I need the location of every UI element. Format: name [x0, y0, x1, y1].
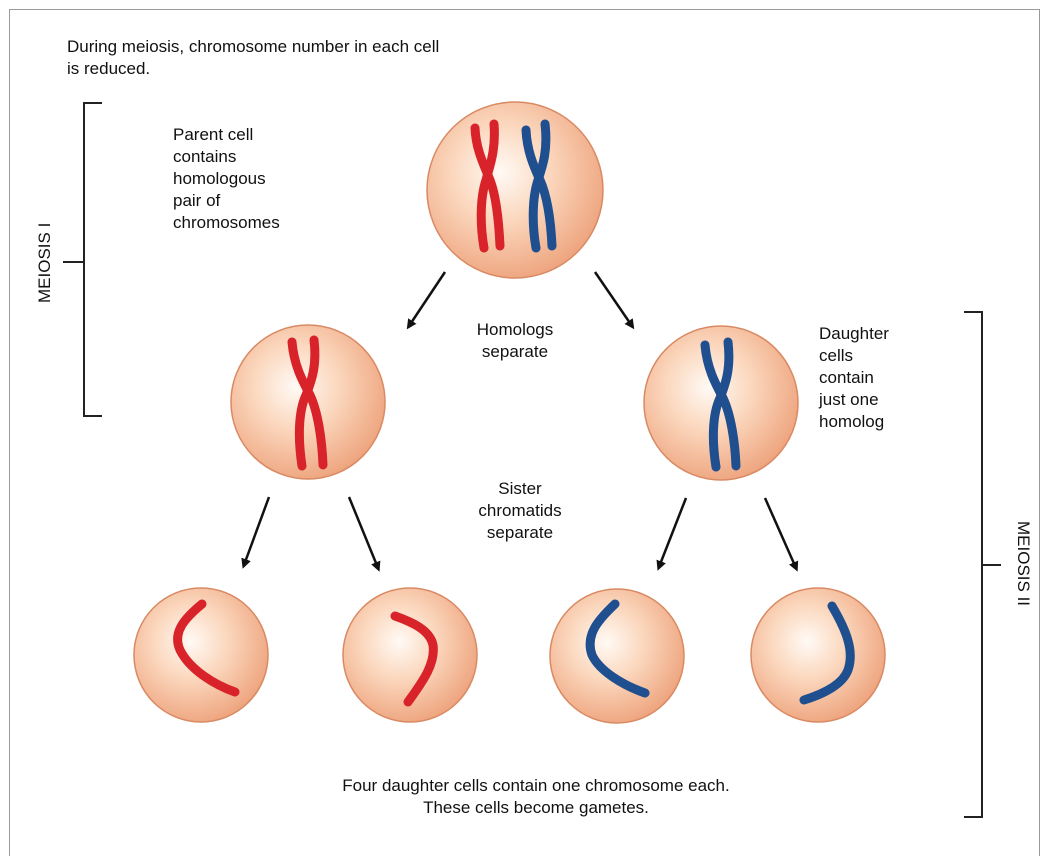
arrow-to-red-daughter	[409, 272, 445, 326]
meiosis-i-bracket	[63, 103, 102, 416]
daughter-cell-blue	[644, 326, 798, 480]
arrow-gamete-4	[765, 498, 796, 568]
gamete-cell-3	[550, 589, 684, 723]
arrow-gamete-2	[349, 497, 378, 568]
arrow-gamete-1	[244, 497, 269, 565]
gamete-cell-2	[343, 588, 477, 722]
gamete-cell-4	[751, 588, 885, 722]
arrow-to-blue-daughter	[595, 272, 632, 326]
arrow-gamete-3	[659, 498, 686, 567]
meiosis-ii-bracket	[964, 312, 1001, 817]
gamete-cell-1	[134, 588, 268, 722]
daughter-cell-red	[231, 325, 385, 479]
parent-cell	[427, 102, 603, 278]
